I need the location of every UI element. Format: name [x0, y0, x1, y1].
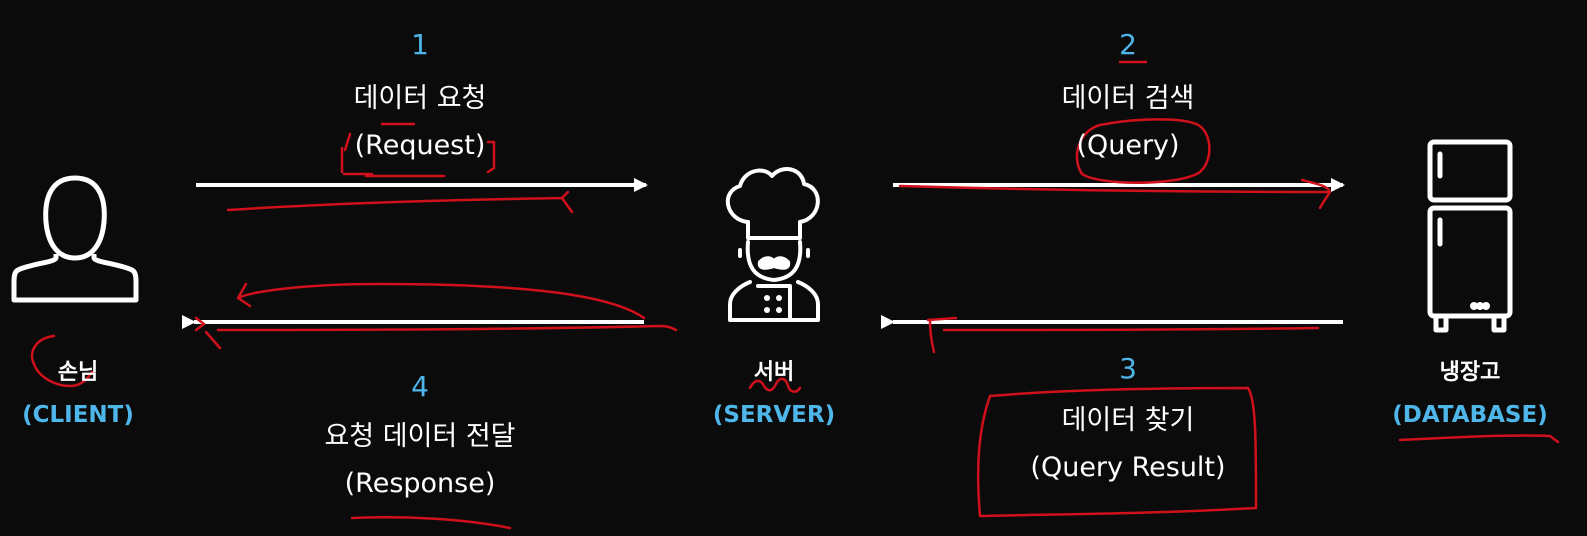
- database-name: 냉장고: [1439, 360, 1501, 385]
- step-3-subtitle: (Query Result): [1030, 452, 1226, 483]
- refrigerator-icon: [1427, 139, 1513, 333]
- server-name: 서버: [753, 360, 795, 385]
- step-2-number: 2: [1119, 28, 1137, 61]
- step-1-title: 데이터 요청: [353, 83, 487, 114]
- database-role: (DATABASE): [1392, 402, 1548, 428]
- person-icon: [11, 175, 139, 303]
- step-2-subtitle: (Query): [1076, 130, 1180, 161]
- client-name: 손님: [57, 360, 99, 385]
- step-1-subtitle: (Request): [354, 130, 486, 161]
- step-1-number: 1: [411, 28, 429, 61]
- client-role: (CLIENT): [22, 402, 134, 428]
- step-4-title: 요청 데이터 전달: [324, 421, 516, 452]
- step-3-number: 3: [1119, 352, 1137, 385]
- step-2-title: 데이터 검색: [1061, 83, 1195, 114]
- chef-icon: [725, 167, 820, 322]
- red-annotations: [30, 60, 1560, 530]
- server-role: (SERVER): [712, 402, 836, 428]
- step-4-number: 4: [411, 370, 429, 403]
- step-4-subtitle: (Response): [344, 468, 496, 499]
- step-3-title: 데이터 찾기: [1061, 405, 1195, 436]
- chef-buttons: [764, 295, 782, 313]
